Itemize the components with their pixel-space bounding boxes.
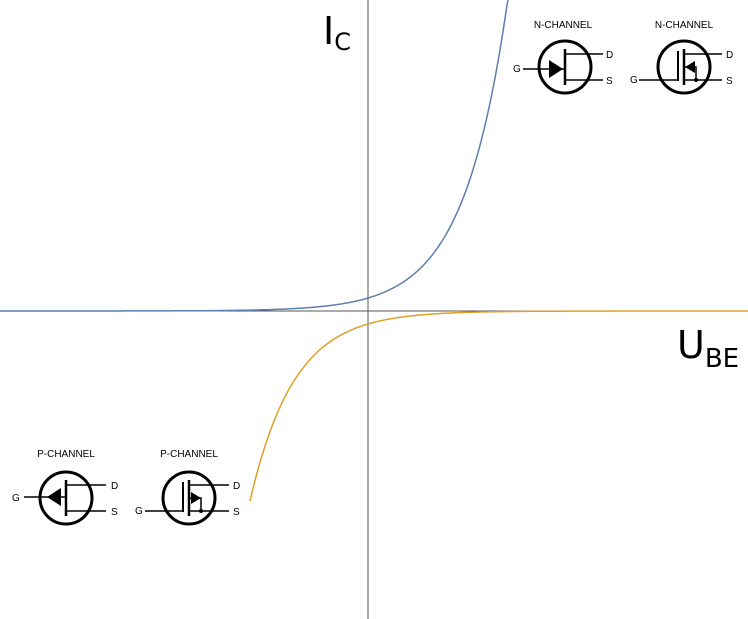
body-arrow-icon (191, 492, 201, 504)
gate-label: G (12, 493, 20, 504)
x-axis-label-subscript: BE (705, 344, 739, 374)
source-label: S (606, 76, 613, 87)
symbol-circle (161, 470, 217, 526)
symbol-circle (656, 39, 712, 95)
body-arrow-icon (685, 61, 695, 73)
n-channel-curve (0, 0, 509, 312)
symbol-circle (537, 39, 593, 95)
n-channel-jfet-title: N-CHANNEL (534, 20, 593, 31)
x-axis-label-main: U (677, 323, 705, 367)
drain-label: D (606, 50, 613, 61)
p-channel-curve (249, 310, 748, 502)
p-channel-jfet-title: P-CHANNEL (37, 449, 95, 460)
n-channel-mosfet-symbol: N-CHANNEL G D S (630, 20, 733, 95)
n-channel-mosfet-title: N-CHANNEL (655, 20, 714, 31)
gate-label: G (630, 75, 638, 86)
gate-label: G (513, 64, 521, 75)
source-label: S (111, 507, 118, 518)
junction-dot (694, 78, 698, 82)
y-axis-label-subscript: C (334, 28, 351, 56)
gate-arrow-icon (549, 60, 563, 78)
gate-label: G (135, 506, 143, 517)
p-channel-mosfet-title: P-CHANNEL (160, 449, 218, 460)
drain-label: D (726, 50, 733, 61)
y-axis-label: IC (323, 9, 351, 56)
p-channel-mosfet-symbol: P-CHANNEL G D S (135, 449, 240, 526)
drain-label: D (233, 481, 240, 492)
x-axis-label: UBE (677, 323, 739, 374)
symbol-circle (38, 470, 94, 526)
n-channel-jfet-symbol: N-CHANNEL G D S (513, 20, 613, 95)
junction-dot (199, 509, 203, 513)
gate-arrow-icon (47, 488, 61, 506)
drain-label: D (111, 481, 118, 492)
y-axis-label-main: I (323, 9, 334, 53)
source-label: S (233, 507, 240, 518)
p-channel-jfet-symbol: P-CHANNEL G D S (12, 449, 118, 526)
source-label: S (726, 76, 733, 87)
